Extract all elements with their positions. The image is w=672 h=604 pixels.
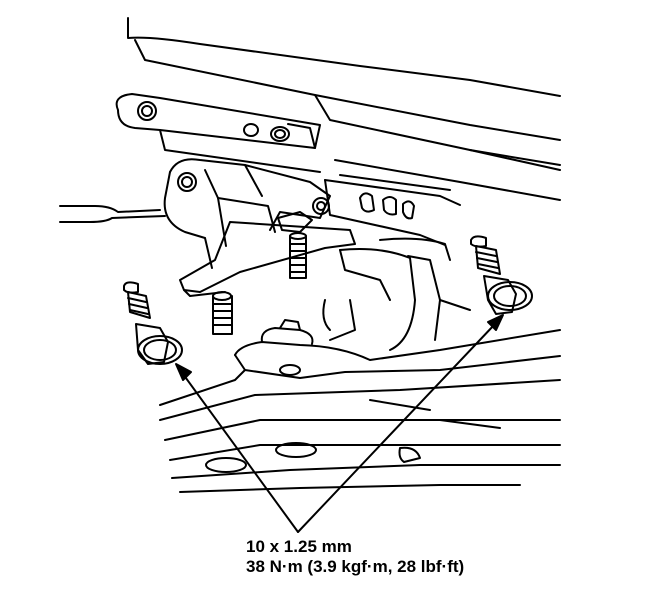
side-frame-rail bbox=[324, 174, 461, 246]
leader-line-left bbox=[182, 373, 299, 533]
frame-slot bbox=[359, 192, 375, 213]
frame-slot bbox=[382, 196, 397, 216]
bracket-hole bbox=[243, 123, 259, 137]
torque-spec-label: 38 N·m (3.9 kgf·m, 28 lbf·ft) bbox=[246, 557, 465, 576]
subframe-slot bbox=[275, 442, 317, 458]
arrowhead-left bbox=[175, 363, 192, 381]
upper-strap-bracket bbox=[115, 93, 321, 173]
bracket-hole bbox=[137, 101, 157, 121]
stud bbox=[289, 232, 307, 279]
frame-slot bbox=[402, 200, 415, 220]
mount-hole bbox=[177, 172, 197, 192]
leader-lines bbox=[175, 314, 504, 533]
bolt-size-label: 10 x 1.25 mm bbox=[246, 537, 352, 556]
upper-body-panel bbox=[127, 17, 561, 201]
leader-line-right bbox=[297, 323, 496, 533]
transmission-case bbox=[322, 237, 471, 351]
hose bbox=[59, 205, 166, 223]
lower-mount-plate bbox=[179, 211, 356, 335]
stud bbox=[212, 291, 233, 335]
arrowhead-right bbox=[487, 314, 504, 331]
subframe-slot bbox=[205, 457, 247, 473]
subframe-hole bbox=[279, 364, 301, 376]
mount-bolt-left bbox=[123, 281, 183, 365]
bracket-hole bbox=[270, 126, 290, 142]
mount-bolt-right bbox=[470, 235, 533, 315]
mount-hole bbox=[312, 197, 330, 215]
